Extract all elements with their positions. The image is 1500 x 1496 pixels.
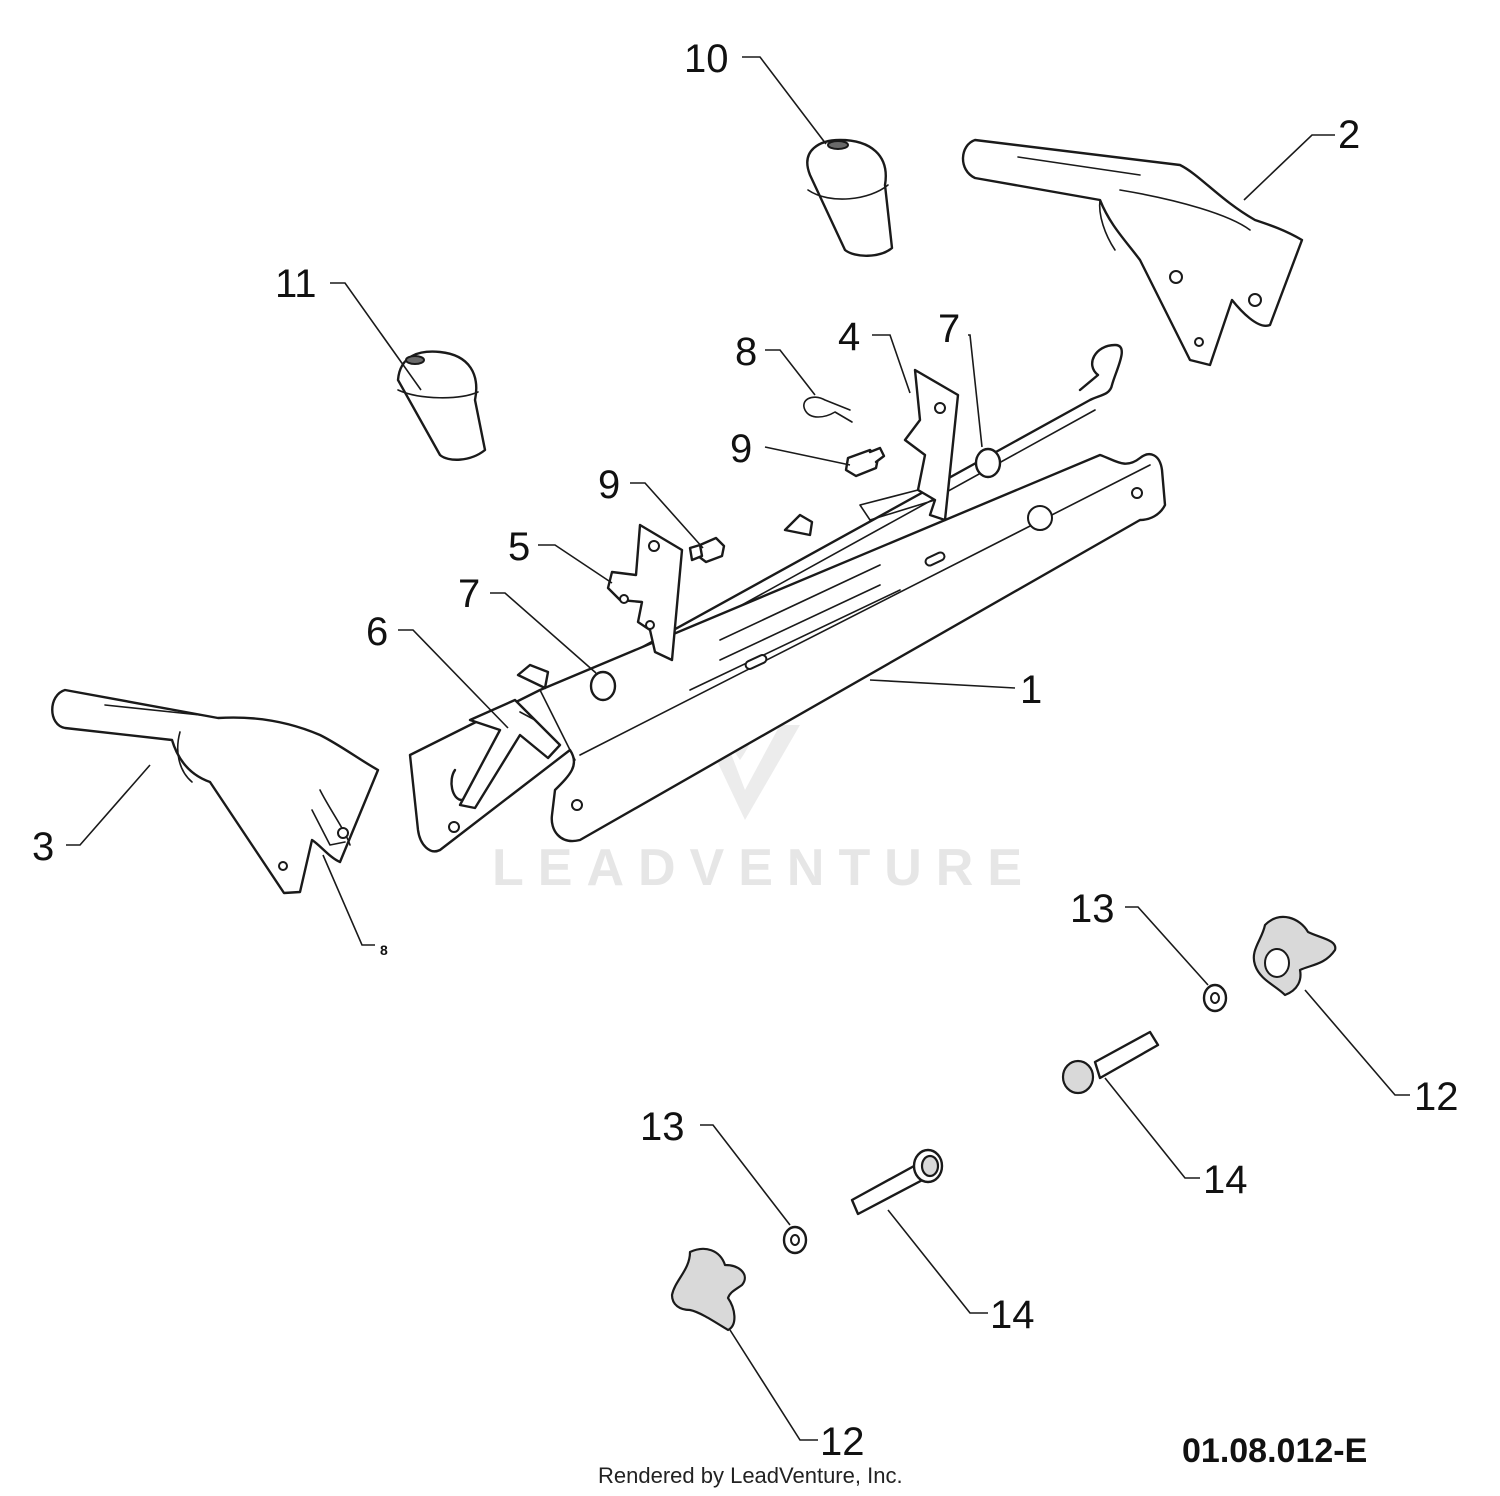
part-2-control-lever [961,138,1304,367]
part-11-knob [396,350,487,461]
part-3-control-lever [51,688,380,895]
part-5-bracket [606,523,684,662]
callout-5: 5 [508,525,530,569]
part-6-lever-link [458,698,562,810]
callout-14-right: 14 [1203,1158,1248,1202]
render-credit: Rendered by LeadVenture, Inc. [598,1463,903,1488]
part-13-washer-left [782,1225,808,1255]
part-13-washer-right [1202,983,1228,1013]
callout-3: 3 [32,825,54,869]
part-1-bracket-assembly [408,343,1167,853]
part-4-bracket [859,368,960,522]
callout-9-lower: 9 [598,463,620,507]
callout-4: 4 [838,315,860,359]
part-10-knob [806,138,894,257]
part-9-bolt-upper [844,446,886,478]
callout-7-upper: 7 [938,307,960,351]
callout-1: 1 [1020,668,1042,712]
callout-10: 10 [684,37,729,81]
callout-6: 6 [366,610,388,654]
diagram-code: 01.08.012-E [1182,1432,1367,1470]
part-12-star-knob-right [1252,915,1337,997]
callout-11: 11 [275,262,317,306]
part-14-carriage-bolt-left [850,1148,944,1216]
callout-8: 8 [735,330,757,374]
callout-labels: 10 2 11 8 4 7 9 9 5 7 6 1 3 8 13 12 14 1… [32,37,1459,1464]
callout-13-lower: 13 [640,1105,685,1149]
callout-7-lower: 7 [458,572,480,616]
callout-13-upper: 13 [1070,887,1115,931]
part-9-bolt-lower [688,536,726,564]
watermark-text: LEADVENTURE [492,839,1036,897]
callout-12-right: 12 [1414,1075,1459,1119]
callout-14-left: 14 [990,1293,1035,1337]
callout-8-small: 8 [380,942,388,958]
callout-2: 2 [1338,113,1360,157]
part-12-star-knob-left [670,1247,746,1332]
callout-12-left: 12 [820,1420,865,1464]
leader-lines [66,56,1410,1441]
part-14-carriage-bolt-right [1061,1030,1160,1095]
callout-9-upper: 9 [730,427,752,471]
part-8-hairpin-clip [803,396,853,423]
